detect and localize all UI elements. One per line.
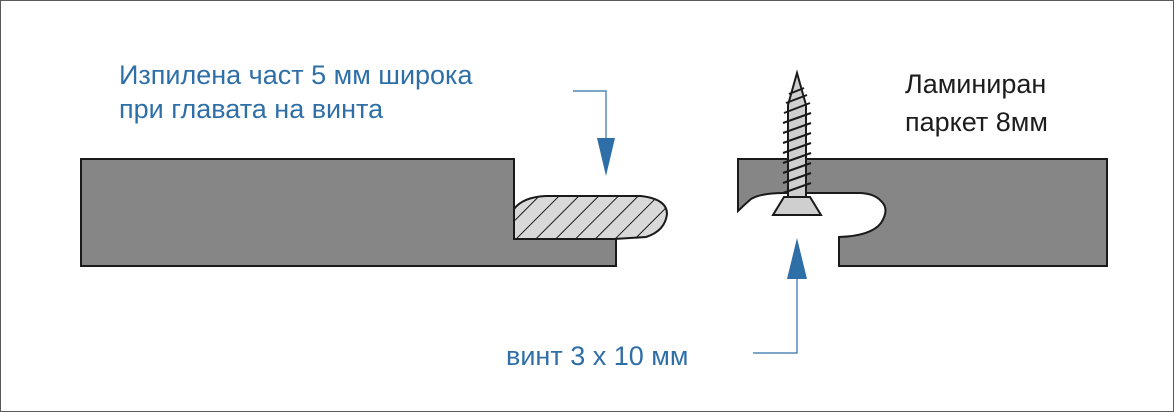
laminate-label-line1: Ламиниран	[905, 69, 1047, 99]
screw-head	[771, 196, 823, 216]
cut-part-label-line1: Изпилена част 5 мм широка	[119, 60, 473, 90]
screw-arrow	[787, 238, 807, 279]
screw-leader-line	[753, 271, 798, 354]
cut-part-label-line2: при главата на винта	[119, 94, 384, 124]
screw-label: винт 3 х 10 мм	[506, 341, 689, 371]
laminate-label-line2: паркет 8мм	[905, 107, 1048, 137]
cut-part-arrow	[597, 138, 615, 176]
cut-part-hatched	[513, 195, 669, 240]
right-board	[737, 158, 1108, 267]
screw	[771, 69, 823, 216]
screw-threads	[782, 87, 812, 194]
cut-part-leader-line	[573, 90, 607, 146]
